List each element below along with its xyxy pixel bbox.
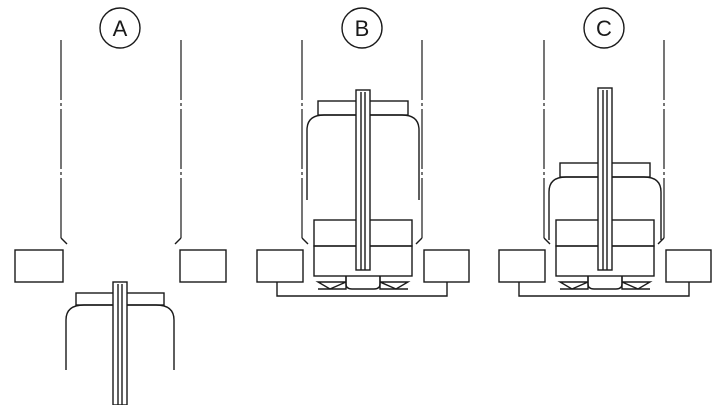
panel-b: B bbox=[256, 7, 470, 297]
panel-c-label: C bbox=[596, 16, 612, 41]
panel-a-badge: A bbox=[99, 7, 141, 49]
panel-b-fixture bbox=[306, 89, 420, 271]
panel-a-wall bbox=[14, 249, 227, 283]
panel-c-fixture bbox=[548, 87, 662, 271]
panel-c: C bbox=[498, 7, 712, 297]
panel-b-label: B bbox=[355, 16, 370, 41]
panel-c-badge: C bbox=[583, 7, 625, 49]
panel-a: A bbox=[14, 7, 227, 405]
panel-a-guide-lines bbox=[60, 40, 182, 245]
panel-a-fixture bbox=[65, 281, 175, 405]
panel-b-badge: B bbox=[341, 7, 383, 49]
panel-b-guide-lines bbox=[301, 40, 423, 245]
panel-c-guide-lines bbox=[543, 40, 665, 245]
panel-a-label: A bbox=[113, 16, 128, 41]
